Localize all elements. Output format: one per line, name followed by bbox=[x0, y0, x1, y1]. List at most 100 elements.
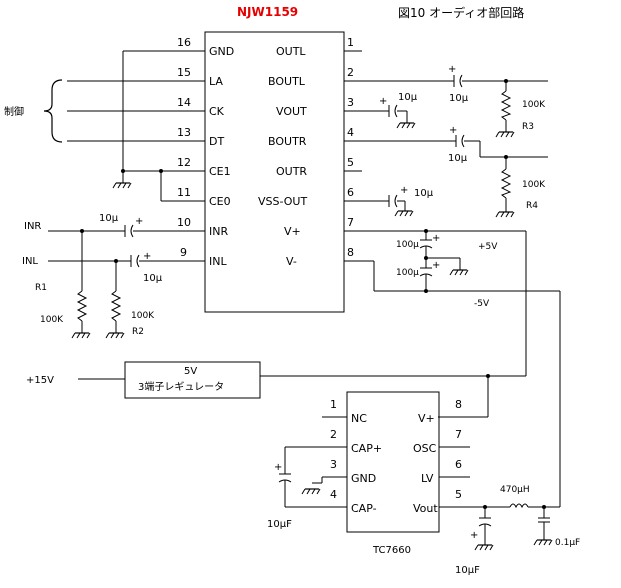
r4-label: R4 bbox=[526, 201, 538, 211]
output-wires bbox=[344, 50, 561, 507]
tc-pin-num-5: 5 bbox=[455, 488, 462, 501]
ground-icon bbox=[495, 131, 515, 138]
plus-sign: + bbox=[135, 216, 143, 227]
pin-num-2: 2 bbox=[347, 66, 354, 79]
r4-value: 100K bbox=[522, 180, 546, 190]
cap-01-value: 0.1μF bbox=[555, 538, 580, 548]
figure-title: 図10 オーディオ部回路 bbox=[398, 5, 524, 20]
tc-pin-label-capplus: CAP+ bbox=[351, 442, 382, 455]
pin-label-la: LA bbox=[209, 75, 223, 88]
pin-num-3: 3 bbox=[347, 96, 354, 109]
inl-label: INL bbox=[22, 256, 38, 267]
junction-dot bbox=[483, 505, 487, 509]
r1-value: 100K bbox=[40, 315, 64, 325]
pin-num-4: 4 bbox=[347, 126, 354, 139]
pin-num-8: 8 bbox=[347, 246, 354, 259]
plus5-label: +5V bbox=[478, 242, 498, 252]
ground-icon bbox=[105, 332, 125, 339]
tc-wires bbox=[278, 416, 560, 545]
plus-sign: + bbox=[448, 64, 456, 75]
pin-label-inl: INL bbox=[209, 255, 227, 268]
pin-num-13: 13 bbox=[177, 126, 191, 139]
junction-dot bbox=[486, 374, 490, 378]
r1-label: R1 bbox=[35, 283, 47, 293]
inductor-value: 470μH bbox=[500, 485, 530, 495]
plus15-label: +15V bbox=[26, 375, 54, 386]
control-label: 制御 bbox=[4, 105, 24, 118]
junction-dot bbox=[80, 229, 84, 233]
tc-pin-label-vplus: V+ bbox=[418, 412, 435, 425]
ground-icon bbox=[71, 332, 91, 339]
pin-num-6: 6 bbox=[347, 186, 354, 199]
cap-tc-value: 10μF bbox=[267, 519, 292, 530]
plus-sign: + bbox=[143, 251, 151, 262]
tc-pin-num-2: 2 bbox=[330, 428, 337, 441]
pin-label-ce0: CE0 bbox=[209, 195, 231, 208]
ic-tc-body bbox=[346, 391, 440, 533]
pin-label-vminus: V- bbox=[286, 255, 297, 268]
ic-main-body bbox=[204, 31, 345, 313]
tc-pin-label-vout: Vout bbox=[413, 502, 438, 515]
ground-icon bbox=[474, 544, 494, 551]
cap-vss-value: 10μ bbox=[414, 188, 434, 199]
tc-pin-label-gnd: GND bbox=[351, 472, 376, 485]
pin-num-15: 15 bbox=[177, 66, 191, 79]
pin-label-boutr: BOUTR bbox=[268, 135, 307, 148]
ic-tc-name: TC7660 bbox=[372, 545, 411, 556]
junction-dot bbox=[424, 289, 428, 293]
junction-dot bbox=[424, 256, 428, 260]
cap-vout-tc-value: 10μF bbox=[455, 565, 480, 576]
junction-dot bbox=[504, 155, 508, 159]
ic-main-name: NJW1159 bbox=[237, 5, 298, 19]
r3-value: 100K bbox=[522, 100, 546, 110]
inr-label: INR bbox=[24, 221, 41, 232]
plus-sign: + bbox=[400, 185, 408, 196]
ground-icon bbox=[449, 269, 469, 276]
tc-pin-num-6: 6 bbox=[455, 458, 462, 471]
junction-dot bbox=[424, 229, 428, 233]
junction-dot bbox=[542, 505, 546, 509]
pin-num-5: 5 bbox=[347, 156, 354, 169]
pin-num-16: 16 bbox=[177, 36, 191, 49]
pin-label-outl: OUTL bbox=[276, 45, 306, 58]
ground-icon bbox=[533, 539, 553, 546]
ground-icon bbox=[394, 210, 414, 217]
plus-sign: + bbox=[432, 260, 440, 271]
pin-label-dt: DT bbox=[209, 135, 224, 148]
cap-vout-value: 10μ bbox=[398, 92, 418, 103]
r2-value: 100K bbox=[131, 311, 155, 321]
pin-label-vss-out: VSS-OUT bbox=[258, 195, 307, 208]
pin-num-11: 11 bbox=[177, 186, 191, 199]
r2-label: R2 bbox=[132, 327, 144, 337]
tc-pin-num-7: 7 bbox=[455, 428, 462, 441]
tc-pin-label-capminus: CAP- bbox=[351, 502, 377, 515]
tc-pin-label-lv: LV bbox=[421, 472, 434, 485]
cap-boutl-value: 10μ bbox=[449, 93, 469, 104]
pin-label-boutl: BOUTL bbox=[268, 75, 306, 88]
pin-num-1: 1 bbox=[347, 36, 354, 49]
tc-pin-label-nc: NC bbox=[351, 412, 367, 425]
pin-label-ce1: CE1 bbox=[209, 165, 231, 178]
tc-pin-num-1: 1 bbox=[330, 398, 337, 411]
regulator-wires bbox=[78, 375, 526, 418]
tc-pin-num-3: 3 bbox=[330, 458, 337, 471]
regulator-box bbox=[124, 361, 261, 399]
input-wires bbox=[48, 224, 205, 333]
cap-inr-value: 10μ bbox=[99, 213, 119, 224]
pin-num-10: 10 bbox=[177, 216, 191, 229]
pin-num-12: 12 bbox=[177, 156, 191, 169]
pin-num-7: 7 bbox=[347, 216, 354, 229]
pin-label-ck: CK bbox=[209, 105, 225, 118]
plus-sign: + bbox=[379, 96, 387, 107]
pin-label-gnd: GND bbox=[209, 45, 234, 58]
regulator-voltage: 5V bbox=[184, 366, 197, 377]
tc-pin-label-osc: OSC bbox=[413, 442, 437, 455]
junction-dot bbox=[114, 259, 118, 263]
r3-label: R3 bbox=[522, 122, 534, 132]
tc-pin-num-8: 8 bbox=[455, 398, 462, 411]
junction-dot bbox=[159, 169, 163, 173]
ground-icon bbox=[112, 182, 132, 189]
plus-sign: + bbox=[449, 125, 457, 136]
pin-label-vplus: V+ bbox=[284, 225, 301, 238]
ground-icon bbox=[301, 488, 321, 495]
